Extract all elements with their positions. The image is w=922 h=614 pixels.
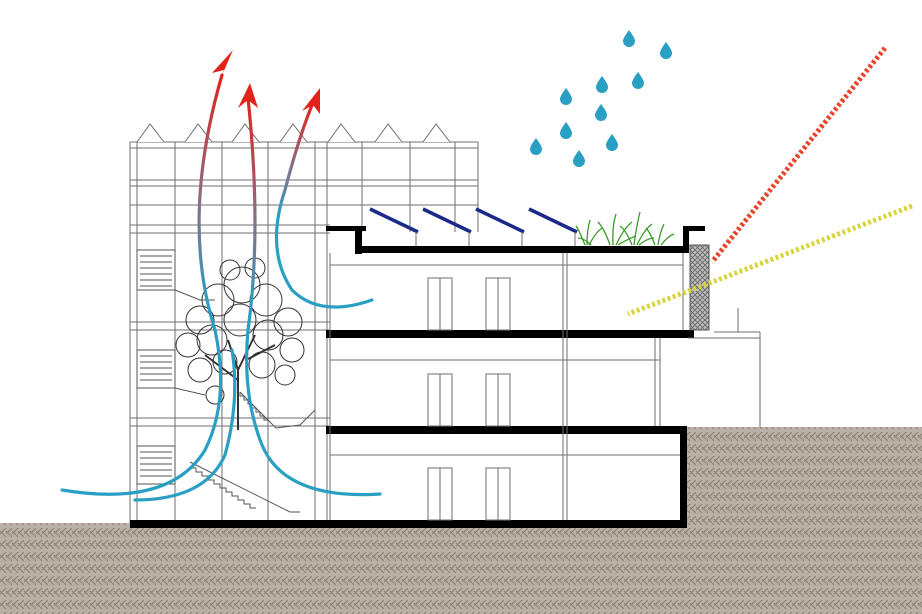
ground xyxy=(0,427,922,614)
airflow-stream xyxy=(133,348,237,502)
airflow-stream xyxy=(245,96,382,497)
doors xyxy=(427,277,511,521)
arrow-up-icon xyxy=(238,83,258,108)
arrow-up-icon xyxy=(302,88,320,114)
solar-panel-icon xyxy=(475,207,525,246)
exhaust-arrows xyxy=(212,50,320,114)
airflow-stream xyxy=(60,73,224,496)
raindrop-icon xyxy=(660,42,672,59)
solar-panel-icon xyxy=(528,207,578,246)
plant-icon xyxy=(645,223,675,246)
rain xyxy=(530,30,672,167)
airflow-stream xyxy=(274,103,374,309)
diffuse-sun-ray xyxy=(627,203,913,317)
stairs xyxy=(136,249,316,513)
tree-icon xyxy=(175,257,305,430)
raindrop-icon xyxy=(632,72,644,89)
raindrop-icon xyxy=(595,104,607,121)
sawtooth-roof xyxy=(136,123,451,143)
raindrop-icon xyxy=(530,138,542,155)
solar-panel-icon xyxy=(369,207,419,246)
raindrop-icon xyxy=(596,76,608,93)
plant-icon xyxy=(619,211,655,246)
solar-panel-icon xyxy=(422,207,472,246)
arrow-up-icon xyxy=(212,50,233,80)
plant-icon xyxy=(575,219,603,246)
plant-icon xyxy=(597,213,637,246)
airflow-streams xyxy=(60,73,382,502)
direct-sun-ray xyxy=(710,46,887,264)
raindrop-icon xyxy=(606,134,618,151)
raindrop-icon xyxy=(560,88,572,105)
raindrop-icon xyxy=(623,30,635,47)
building-structure xyxy=(130,226,761,528)
raindrop-icon xyxy=(573,150,585,167)
solar-panels xyxy=(369,207,578,246)
green-roof xyxy=(575,211,675,246)
sun-rays xyxy=(627,46,913,317)
raindrop-icon xyxy=(560,122,572,139)
